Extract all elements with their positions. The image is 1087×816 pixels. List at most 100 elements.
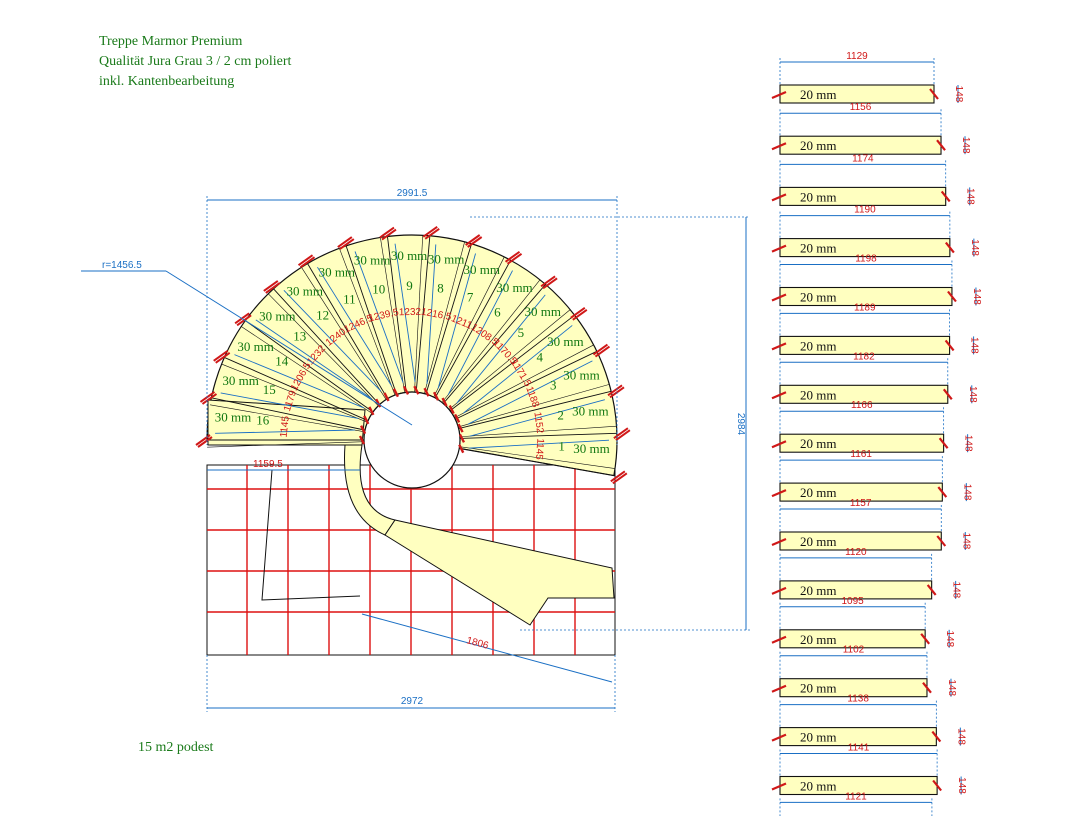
- step-number: 4: [537, 349, 544, 364]
- riser-thickness-label: 20 mm: [800, 632, 836, 647]
- tread-nosing: [414, 235, 424, 393]
- tread-length-line: [354, 251, 404, 383]
- cut-mark-right: [947, 290, 957, 303]
- cut-mark-left: [771, 537, 787, 547]
- tread-length-label: 1232: [399, 307, 422, 318]
- riser-thickness-label: 20 mm: [800, 779, 836, 794]
- well-mark: [458, 444, 465, 454]
- edge-break-mark: [612, 472, 628, 485]
- tread-length-line: [467, 360, 593, 425]
- cut-mark-right: [931, 730, 942, 743]
- tread-length-line: [469, 439, 610, 449]
- tread-thickness-label: 30 mm: [222, 373, 258, 388]
- tread-length-line: [215, 429, 355, 434]
- well-mark: [358, 435, 366, 445]
- cut-mark-right: [940, 190, 951, 203]
- step-number: 7: [467, 290, 474, 305]
- riser-height-label: 148: [969, 239, 980, 256]
- edge-break-mark: [592, 343, 609, 356]
- cut-mark-left: [771, 142, 787, 151]
- riser-length-label: 1161: [850, 449, 872, 460]
- tread-nosing: [339, 248, 396, 396]
- diagonal-dimension: 1806: [465, 635, 490, 651]
- edge-break-mark: [422, 225, 438, 238]
- riser-thickness-label: 20 mm: [800, 681, 836, 696]
- edge-break-mark: [610, 470, 626, 483]
- edge-break-mark: [572, 308, 588, 321]
- tread-length-line: [283, 290, 382, 392]
- riser-height-label: 148: [971, 288, 982, 305]
- cut-mark-left: [771, 733, 787, 742]
- cut-mark-left: [771, 193, 787, 202]
- well-mark: [383, 392, 390, 402]
- riser-length-label: 1121: [845, 791, 867, 802]
- tread-edge: [434, 260, 511, 399]
- step-number: 11: [343, 292, 356, 307]
- edge-break-mark: [607, 384, 623, 397]
- landing-width: 1159.5: [253, 459, 283, 470]
- tread-edge: [459, 447, 614, 477]
- tread-nosing: [441, 279, 541, 403]
- well-mark: [458, 433, 466, 443]
- riser-thickness-label: 20 mm: [800, 290, 836, 305]
- tread-nosing: [448, 309, 571, 410]
- tread-thickness-label: 30 mm: [319, 264, 355, 279]
- edge-break-mark: [594, 345, 611, 358]
- tread-edge: [307, 263, 388, 399]
- tread-thickness-label: 30 mm: [496, 280, 532, 295]
- step-number: 14: [275, 354, 289, 369]
- riser-length-label: 1156: [850, 102, 872, 113]
- step-number: 1: [558, 439, 565, 454]
- cut-mark-right: [942, 388, 953, 400]
- edge-break-mark: [467, 236, 483, 248]
- edge-break-mark: [215, 352, 231, 364]
- riser-height-label: 148: [969, 337, 980, 354]
- cut-mark-right: [944, 339, 955, 352]
- cut-mark-left: [771, 586, 787, 595]
- well-mark: [441, 397, 448, 407]
- overall-width-bottom: 2972: [401, 696, 424, 707]
- cut-mark-right: [945, 241, 955, 254]
- well-mark: [368, 406, 375, 416]
- well-mark: [402, 385, 410, 395]
- riser-thickness-label: 20 mm: [800, 534, 836, 549]
- riser-thickness-label: 20 mm: [800, 387, 836, 402]
- tread-nosing: [268, 293, 379, 406]
- cut-mark-left: [771, 684, 787, 693]
- tread-length-line: [456, 294, 546, 404]
- well-mark: [413, 385, 420, 395]
- tread-nosing: [459, 446, 616, 469]
- header-line-2: Qualität Jura Grau 3 / 2 cm poliert: [99, 54, 292, 69]
- header-line-1: Treppe Marmor Premium: [99, 34, 243, 49]
- cut-mark-right: [929, 88, 939, 100]
- step-number: 6: [494, 305, 501, 320]
- radius-label: r=1456.5: [102, 260, 142, 271]
- cut-mark-left: [771, 342, 787, 351]
- edge-break-mark: [197, 436, 213, 448]
- step-number: 15: [263, 382, 276, 397]
- tread-edge: [415, 235, 431, 393]
- tread-length-line: [234, 354, 364, 409]
- tread-thickness-label: 30 mm: [237, 339, 273, 354]
- edge-break-mark: [199, 391, 216, 403]
- tread-thickness-label: 30 mm: [572, 404, 608, 419]
- tread-edge: [459, 432, 617, 439]
- riser-length-label: 1120: [845, 547, 867, 558]
- step-number: 5: [518, 325, 525, 340]
- riser-length-label: 1182: [853, 351, 875, 362]
- tread-nosing: [209, 404, 365, 433]
- riser-height-label: 148: [946, 679, 957, 696]
- tread-thickness-label: 30 mm: [287, 283, 323, 298]
- edge-break-mark: [379, 226, 395, 239]
- riser-height-label: 148: [955, 728, 966, 745]
- riser-height-label: 148: [965, 188, 976, 205]
